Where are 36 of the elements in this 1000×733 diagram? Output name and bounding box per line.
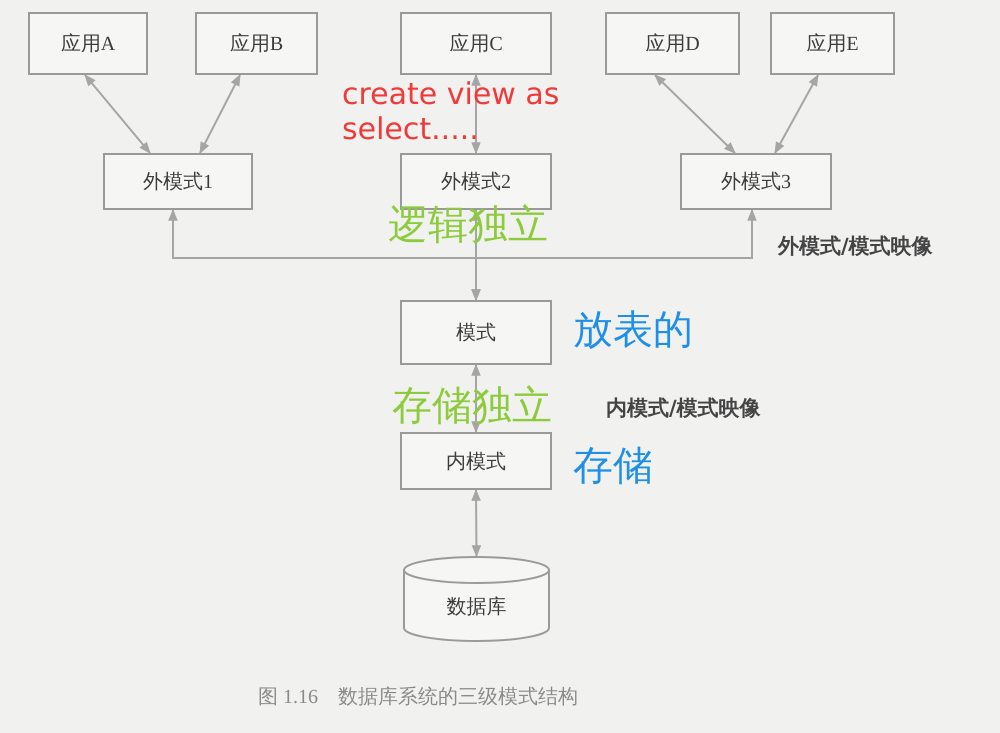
- annotation-text: 逻辑独立: [388, 202, 548, 248]
- annotation-text: 放表的: [573, 307, 693, 353]
- node-label: 应用A: [60, 32, 116, 57]
- mapping-label: 外模式/模式映像: [778, 234, 933, 258]
- arrow: [654, 74, 736, 154]
- node-label: 模式: [456, 321, 496, 346]
- arrow: [471, 208, 757, 302]
- annotation-text: 存储独立: [392, 383, 552, 429]
- node-label: 应用B: [230, 32, 284, 57]
- mapping-label: 内模式/模式映像: [606, 396, 761, 420]
- node-label: 应用E: [806, 32, 859, 57]
- schema-box: [195, 12, 318, 75]
- schema-box: [400, 300, 552, 365]
- arrow: [471, 488, 482, 558]
- node-label: 外模式3: [721, 170, 791, 195]
- node-label: 外模式2: [441, 170, 511, 195]
- annotation-text: create view as select.....: [342, 78, 560, 147]
- arrow: [84, 74, 151, 154]
- schema-box: [28, 12, 148, 75]
- figure-caption: 图 1.16 数据库系统的三级模式结构: [258, 685, 578, 710]
- node-label: 应用D: [645, 32, 700, 57]
- schema-box: [400, 12, 552, 75]
- node-label: 数据库: [446, 594, 506, 620]
- arrow: [471, 74, 481, 154]
- annotation-text: 存储: [573, 443, 653, 489]
- schema-box: [680, 153, 832, 210]
- arrow: [774, 74, 819, 154]
- arrow: [471, 364, 481, 434]
- schema-box: [770, 12, 895, 75]
- arrow: [199, 74, 241, 154]
- node-label: 外模式1: [143, 170, 213, 195]
- schema-box: [605, 12, 740, 75]
- node-label: 内模式: [446, 450, 506, 474]
- schema-box: [103, 153, 253, 210]
- schema-box: [400, 432, 552, 490]
- node-label: 应用C: [449, 32, 503, 57]
